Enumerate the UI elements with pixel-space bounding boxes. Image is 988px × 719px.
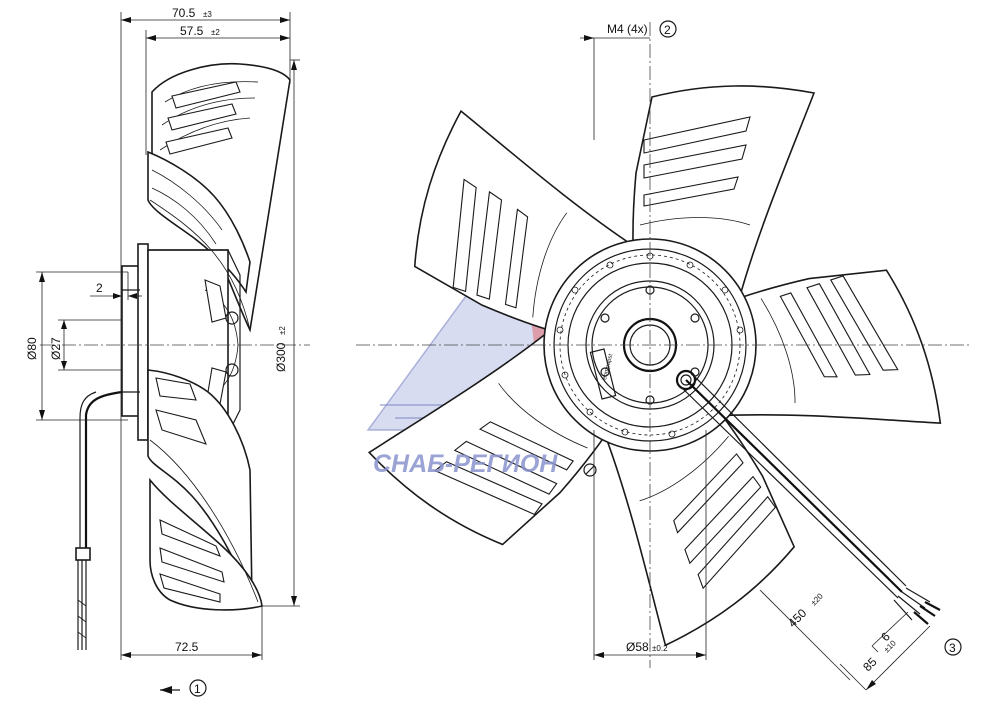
ground-symbol	[583, 463, 597, 477]
dim-mount-dia: Ø80	[25, 337, 39, 360]
dim-fan-dia-tol: ±2	[278, 326, 287, 335]
dim-overall-depth: 70.5	[172, 6, 196, 20]
dim-shaft-dia: Ø27	[49, 337, 63, 360]
front-blades	[364, 85, 948, 652]
front-blade-1	[632, 85, 815, 348]
cable-gland	[675, 369, 697, 391]
front-cable	[685, 379, 903, 593]
dim-strip-long: 85	[860, 655, 880, 675]
dim-blade-depth: 57.5	[180, 24, 204, 38]
thread-callout: M4 (4x)	[607, 22, 648, 36]
side-view: 70.5 ±3 57.5 ±2 Ø300 ±2 2 Ø80	[25, 6, 310, 697]
front-blade-3	[515, 332, 817, 652]
cable-ref-circle	[944, 638, 962, 656]
view-marker-circle	[189, 679, 207, 697]
dim-cable-length: 450	[785, 606, 809, 630]
dim-flange: 2	[96, 281, 103, 295]
view-marker-label: 1	[194, 682, 201, 696]
side-cable	[84, 390, 123, 550]
dim-bottom: 72.5	[175, 640, 199, 654]
thread-ref-circle	[659, 20, 677, 38]
dim-fan-dia: Ø300	[274, 342, 288, 372]
dim-blade-depth-tol: ±2	[211, 28, 220, 37]
front-blade-2	[642, 247, 948, 503]
dim-overall-depth-tol: ±3	[203, 10, 212, 19]
dim-cable-length-tol: ±20	[809, 591, 825, 607]
front-blade-5	[397, 108, 704, 363]
cable-ref-label: 3	[949, 641, 956, 655]
front-blade-4	[364, 246, 666, 566]
front-view: ebmpapst M4 (4x) 2 Ø58 ±0.2 450 ±20	[356, 20, 972, 691]
watermark-text: СНАБ-РЕГИОН	[373, 450, 558, 478]
thread-ref-label: 2	[664, 23, 671, 37]
dim-hub-dia-tol: ±0.2	[652, 644, 668, 653]
dim-hub-dia: Ø58	[626, 640, 649, 654]
